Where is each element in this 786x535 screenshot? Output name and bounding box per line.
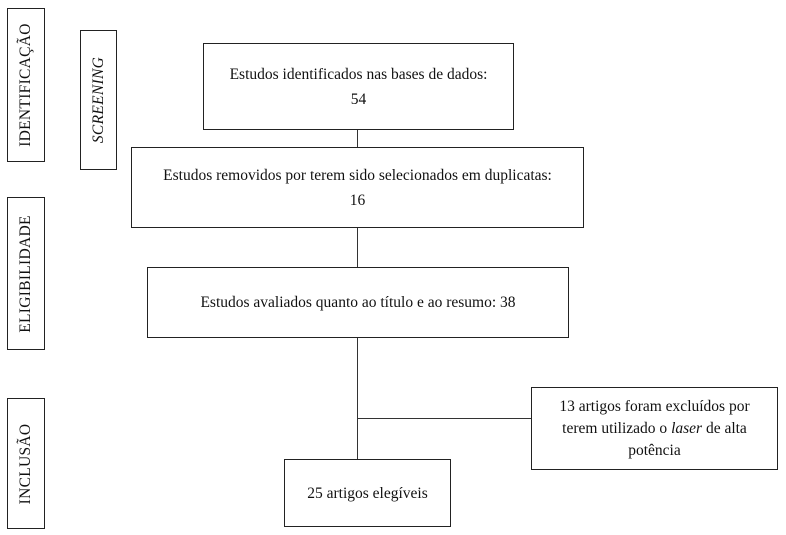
connector-screened-included [357,337,359,459]
stage-inclusao: INCLUSÃO [7,398,45,529]
stage-elegibilidade-label: ELIGIBILIDADE [17,214,34,333]
excluded-line2-after: de alta [702,419,747,437]
box-included: 25 artigos elegíveis [284,459,451,527]
connector-exclusion-branch [357,418,531,420]
box-duplicates: Estudos removidos por terem sido selecio… [131,147,584,228]
excluded-line3: potência [628,441,681,459]
box-identified: Estudos identificados nas bases de dados… [203,43,514,130]
excluded-line2-before: terem utilizado o [562,419,672,437]
stage-elegibilidade: ELIGIBILIDADE [7,197,45,350]
screened-text: Estudos avaliados quanto ao título e ao … [200,294,516,311]
identified-text: Estudos identificados nas bases de dados… [229,65,488,83]
stage-inclusao-label: INCLUSÃO [17,423,34,504]
stage-screening: SCREENING [80,30,117,170]
stage-identificacao: IDENTIFICAÇÃO [7,8,45,162]
connector-identified-duplicates [357,129,359,147]
excluded-line1: 13 artigos foram excluídos por [559,397,750,415]
excluded-line2-italic: laser [671,419,703,437]
excluded-line2: terem utilizado o laser de alta [559,418,749,440]
included-text: 25 artigos elegíveis [307,484,428,502]
box-screened: Estudos avaliados quanto ao título e ao … [147,267,569,338]
stage-identificacao-label: IDENTIFICAÇÃO [17,23,34,147]
box-excluded: 13 artigos foram excluídos por terem uti… [531,387,778,470]
duplicates-text: Estudos removidos por terem sido selecio… [163,166,552,184]
stage-screening-label: SCREENING [89,56,107,144]
duplicates-count: 16 [349,191,366,209]
identified-count: 54 [350,90,367,108]
connector-duplicates-screened [357,227,359,267]
